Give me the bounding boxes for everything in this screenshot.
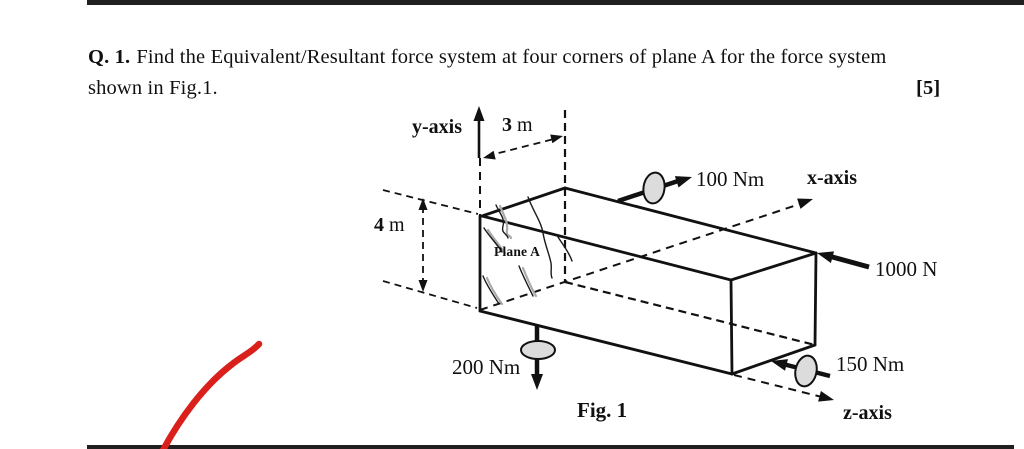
y-axis-arrow — [473, 106, 485, 216]
figure-caption: Fig. 1 — [577, 398, 628, 422]
red-pen-stroke — [159, 340, 263, 449]
z-axis-label: z-axis — [843, 402, 892, 424]
question-number: Q. 1. — [88, 46, 131, 68]
moment-150nm-arrow — [771, 354, 831, 388]
hidden-edges-dashed — [563, 110, 816, 347]
beam-solid-edges — [478, 186, 818, 376]
force-1000n-label: 1000 N — [875, 257, 938, 281]
moment-200nm-label: 200 Nm — [452, 355, 521, 379]
moment-150nm-disc — [794, 354, 818, 388]
dimension-4m — [382, 189, 479, 309]
moment-100nm-disc — [642, 171, 666, 205]
marks-badge: [5] — [916, 77, 941, 99]
dimension-3m — [483, 134, 563, 160]
plane-a-crack-marks — [482, 196, 573, 306]
x-axis-label: x-axis — [807, 167, 857, 189]
question-line-1: Q. 1.Find the Equivalent/Resultant force… — [88, 46, 887, 70]
z-axis-arrow — [733, 374, 834, 402]
moment-100nm-label: 100 Nm — [696, 167, 765, 191]
force-1000n-arrow — [817, 251, 870, 270]
question-text: Find the Equivalent/Resultant force syst… — [136, 46, 887, 68]
moment-200nm-arrow — [520, 325, 556, 390]
y-axis-label: y-axis — [412, 116, 462, 138]
question-line-2: shown in Fig.1. — [88, 77, 218, 99]
moment-100nm-arrow — [617, 171, 692, 205]
scan-edge-top-bar — [87, 0, 1024, 5]
scan-edge-bottom-bar — [87, 445, 1014, 449]
moment-200nm-disc — [520, 340, 556, 360]
plane-a-label: Plane A — [494, 244, 541, 259]
moment-150nm-label: 150 Nm — [836, 352, 905, 376]
